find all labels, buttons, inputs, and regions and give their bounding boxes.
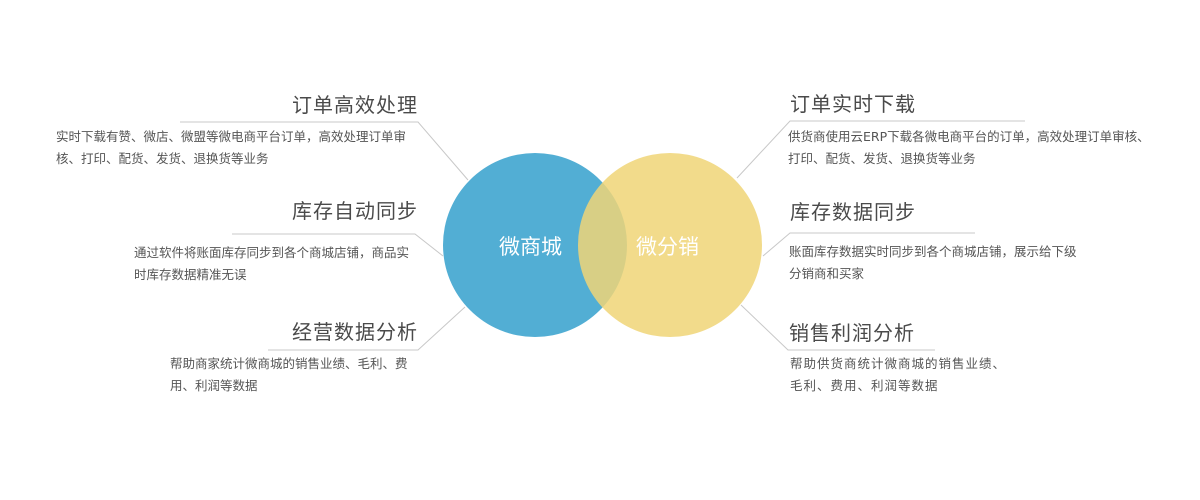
- feature-title: 库存数据同步: [790, 200, 916, 224]
- feature-title: 订单实时下载: [790, 92, 916, 116]
- weifenxiao-label: 微分销: [636, 235, 699, 259]
- connector-line: [180, 121, 469, 181]
- weifenxiao-circle: [578, 153, 762, 337]
- connector-line: [740, 304, 935, 351]
- weishangcheng-circle: [443, 153, 627, 337]
- feature-title: 销售利润分析: [789, 321, 915, 345]
- feature-title: 经营数据分析: [292, 320, 418, 344]
- feature-desc: 帮助供货商统计微商城的销售业绩、毛利、费用、利润等数据: [790, 356, 1007, 393]
- connector-line: [762, 232, 975, 257]
- feature-desc: 实时下载有赞、微店、微盟等微电商平台订单，高效处理订单审核、打印、配货、发货、退…: [56, 129, 407, 166]
- connector-line: [268, 306, 466, 351]
- weishangcheng-label: 微商城: [499, 235, 562, 259]
- feature-desc: 通过软件将账面库存同步到各个商城店铺，商品实时库存数据精准无误: [134, 245, 410, 282]
- feature-title: 订单高效处理: [292, 93, 418, 117]
- feature-title: 库存自动同步: [292, 199, 418, 223]
- feature-desc: 账面库存数据实时同步到各个商城店铺，展示给下级分销商和买家: [789, 244, 1077, 281]
- feature-desc: 帮助商家统计微商城的销售业绩、毛利、费用、利润等数据: [170, 356, 408, 393]
- feature-desc: 供货商使用云ERP下载各微电商平台的订单，高效处理订单审核、打印、配货、发货、退…: [788, 129, 1150, 166]
- connector-line: [232, 233, 444, 257]
- connector-line: [736, 120, 1025, 179]
